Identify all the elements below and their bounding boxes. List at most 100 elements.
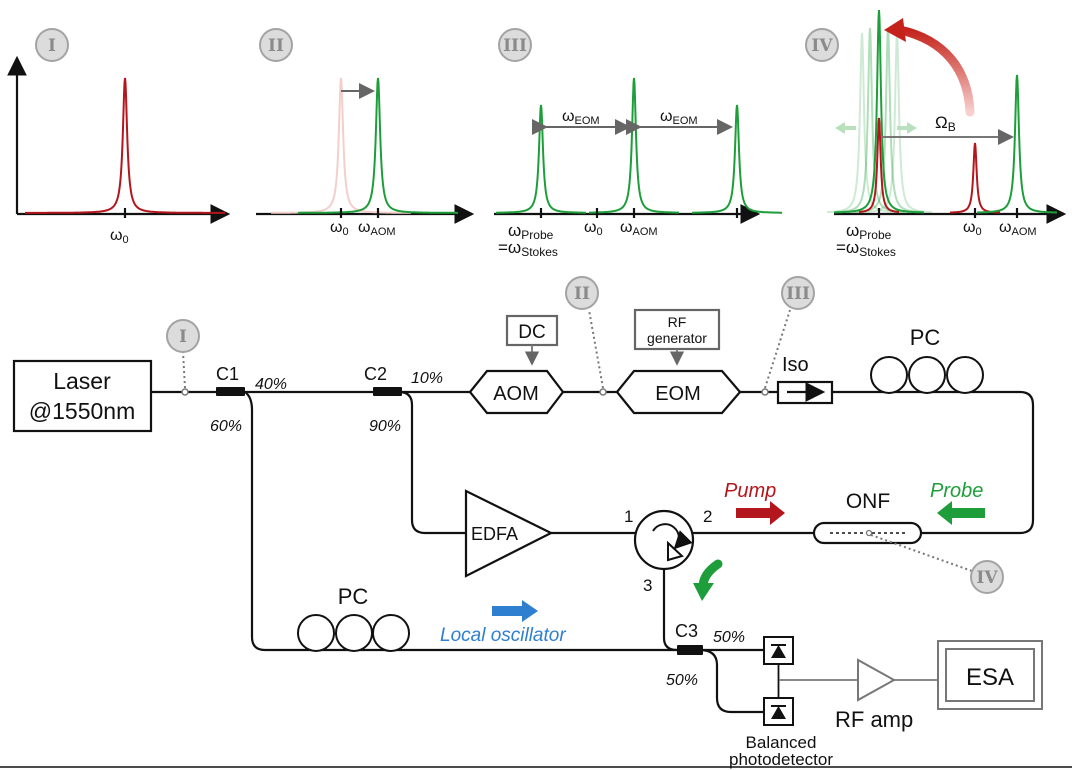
spectrum-panel-3: III ωEOM ωEOM ωProbe =ωStokes ω0 ωAOM xyxy=(494,28,782,259)
tap-point-2 xyxy=(599,388,607,396)
fiber-c2-to-edfa xyxy=(398,390,466,535)
circ-port-1: 1 xyxy=(624,507,633,526)
coupler-c3: C3 50% 50% xyxy=(666,621,745,689)
c1-label: C1 xyxy=(216,364,239,384)
local-oscillator-label: Local oscillator xyxy=(440,625,566,646)
setup-marker-4 xyxy=(970,560,1004,594)
c1-split-top: 40% xyxy=(255,376,287,393)
setup-marker-2-label: II xyxy=(574,284,590,304)
p3-peaks xyxy=(496,77,782,214)
laser-wavelength: @1550nm xyxy=(29,398,135,424)
c3-label: C3 xyxy=(675,621,698,641)
fiber-c3-to-bpd-bottom xyxy=(699,648,764,714)
p1-peak-omega0 xyxy=(25,77,225,214)
setup-marker-3 xyxy=(781,276,815,310)
setup-marker-3-label: III xyxy=(786,284,810,304)
p2-peaks xyxy=(271,77,458,214)
c2-label: C2 xyxy=(364,364,387,384)
polarization-controller-top: PC xyxy=(870,325,984,394)
c2-split-bottom: 90% xyxy=(369,418,401,435)
probe-label: Probe xyxy=(930,480,983,502)
c3-split-top: 50% xyxy=(713,629,745,646)
aom-label: AOM xyxy=(493,383,539,405)
p4-peak-pump xyxy=(949,142,1001,214)
p3-omega-eom-left: ωEOM xyxy=(562,108,600,127)
p2-omega-aom: ωAOM xyxy=(358,219,396,238)
onf: ONF xyxy=(812,490,923,545)
c3-split-bottom: 50% xyxy=(666,672,698,689)
p4-omega-probe: ωProbe xyxy=(846,221,892,242)
fiber-paths xyxy=(151,388,1035,714)
p2-peak-aom xyxy=(298,77,458,214)
p3-omega-stokes: =ωStokes xyxy=(498,238,558,259)
pc-top-label: PC xyxy=(910,325,941,350)
stage-marker-3-label: III xyxy=(503,36,527,56)
stage-marker-2-label: II xyxy=(268,36,284,56)
p4-gain-curve-head xyxy=(884,18,906,42)
balanced-photodetector: Balanced photodetector xyxy=(729,636,833,769)
p4-tune-arrow-left xyxy=(835,122,856,134)
laser: Laser @1550nm xyxy=(12,359,153,433)
pump-label: Pump xyxy=(724,480,776,502)
backscatter-arrow xyxy=(693,559,723,601)
p1-omega0: ω0 xyxy=(110,227,129,246)
p2-peak-original-faded xyxy=(271,77,411,214)
bpd-label-1: Balanced xyxy=(746,733,817,752)
rf-generator: RF generator xyxy=(633,308,721,366)
pc-bottom-label: PC xyxy=(338,584,369,609)
spectrum-panel-2: II ω0 ωAOM xyxy=(256,28,475,238)
c1-split-bottom: 60% xyxy=(210,418,242,435)
edfa-label: EDFA xyxy=(471,524,518,544)
setup-marker-4-label: IV xyxy=(976,568,998,588)
stage-marker-1 xyxy=(35,28,69,62)
p3-omega-eom-right: ωEOM xyxy=(660,108,698,127)
c2-split-top: 10% xyxy=(411,370,443,387)
p4-peak-brillouin-gain xyxy=(858,117,900,214)
probe-label-group: Probe xyxy=(930,480,985,525)
setup-marker-1 xyxy=(166,319,200,353)
isolator: Iso xyxy=(776,354,834,405)
p1-peaks xyxy=(25,77,225,214)
tap-point-1 xyxy=(181,388,189,396)
rf-generator-label-2: generator xyxy=(647,330,707,346)
rf-generator-label-1: RF xyxy=(668,314,687,330)
laser-label: Laser xyxy=(53,368,111,394)
p3-omega-probe: ωProbe xyxy=(508,221,554,242)
p3-peak-left-sideband xyxy=(496,104,586,214)
coupler-c1: C1 40% 60% xyxy=(210,364,287,435)
setup-marker-1-label: I xyxy=(179,327,187,347)
p4-faded-peak-a xyxy=(826,32,898,214)
local-oscillator-group: Local oscillator xyxy=(440,600,566,646)
stage-marker-1-label: I xyxy=(48,36,56,56)
stage-marker-2 xyxy=(259,28,293,62)
dc-label: DC xyxy=(518,322,545,343)
p4-gain-curve xyxy=(895,25,975,117)
p4-omega0: ω0 xyxy=(963,219,982,238)
p3-peak-right-sideband xyxy=(692,104,782,214)
fiber-iso-loop-to-onf xyxy=(832,390,1035,535)
pump-label-group: Pump xyxy=(724,480,785,525)
eom-label: EOM xyxy=(655,383,701,405)
esa: ESA xyxy=(937,640,1043,710)
p4-tune-arrow-right xyxy=(897,122,917,134)
tap-point-3 xyxy=(761,388,769,396)
dc-source: DC xyxy=(505,314,559,366)
fiber-circulator-to-c3 xyxy=(662,568,678,652)
p3-omega0: ω0 xyxy=(584,219,603,238)
p4-omega-aom: ωAOM xyxy=(999,219,1037,238)
pump-arrow xyxy=(736,501,785,525)
setup-stage-markers: I II III IV xyxy=(166,276,1004,594)
edfa: EDFA xyxy=(464,489,554,578)
stage-marker-3 xyxy=(498,28,532,62)
circ-port-3: 3 xyxy=(643,576,652,595)
setup-marker-2 xyxy=(565,276,599,310)
p2-omega0: ω0 xyxy=(330,219,349,238)
stage-marker-4 xyxy=(805,28,839,62)
rfamp-label: RF amp xyxy=(835,707,913,732)
p4-peaks xyxy=(826,9,1057,214)
p3-omega-aom: ωAOM xyxy=(620,219,658,238)
p4-peak-aom xyxy=(977,74,1057,214)
onf-label: ONF xyxy=(846,490,890,513)
